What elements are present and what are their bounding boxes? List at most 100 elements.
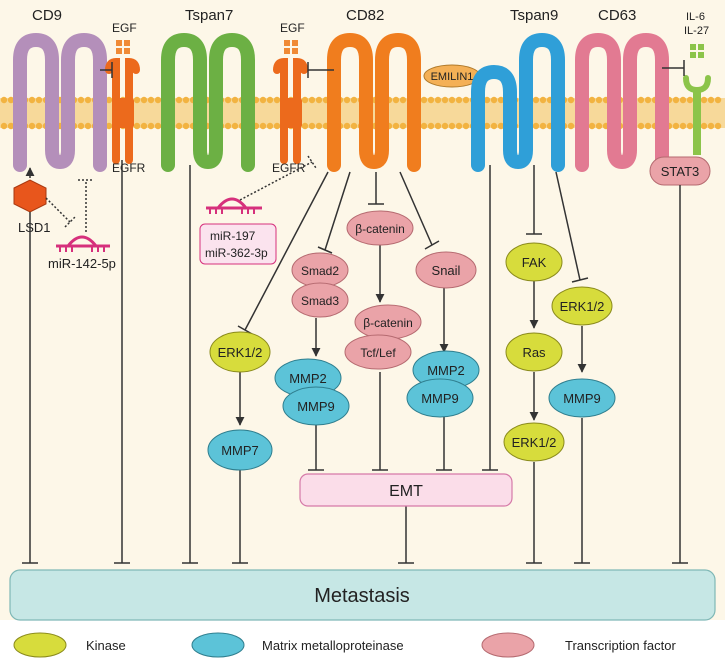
fak-node bbox=[505, 242, 563, 282]
lipid-head bbox=[399, 122, 407, 130]
mmp9-c-node bbox=[548, 378, 616, 418]
egf-right-ligand bbox=[284, 40, 298, 54]
egf-left-label: EGF bbox=[112, 21, 137, 35]
lipid-head bbox=[133, 122, 141, 130]
lipid-head bbox=[84, 96, 92, 104]
egfr-left: EGF EGFR bbox=[105, 21, 146, 175]
mmp9-b-node bbox=[406, 378, 474, 418]
lipid-head bbox=[35, 96, 43, 104]
lipid-head bbox=[672, 96, 680, 104]
lipid-head bbox=[0, 122, 8, 130]
lipid-head bbox=[672, 122, 680, 130]
il6-label: IL-6 bbox=[686, 11, 705, 23]
tspan7-protein bbox=[161, 32, 255, 172]
tcf-node bbox=[344, 334, 412, 370]
bcat-mid-label: β-catenin bbox=[363, 316, 413, 330]
bcat-top-node bbox=[346, 210, 414, 246]
lipid-head bbox=[182, 96, 190, 104]
legend-mmp-label: Matrix metalloproteinase bbox=[262, 638, 404, 653]
lipid-head bbox=[140, 96, 148, 104]
lipid-head bbox=[7, 96, 15, 104]
egfr-right-label: EGFR bbox=[272, 161, 306, 175]
lipid-head bbox=[28, 122, 36, 130]
lipid-head bbox=[434, 122, 442, 130]
mir142-label: miR-142-5p bbox=[48, 256, 116, 271]
lipid-head bbox=[147, 122, 155, 130]
lipid-head bbox=[35, 122, 43, 130]
lipid-head bbox=[231, 96, 239, 104]
lipid-head bbox=[707, 96, 715, 104]
lipid-head bbox=[644, 96, 652, 104]
lipid-head bbox=[679, 96, 687, 104]
lipid-head bbox=[448, 96, 456, 104]
lipid-head bbox=[231, 122, 239, 130]
tspan7-label: Tspan7 bbox=[185, 7, 233, 24]
lipid-head bbox=[497, 122, 505, 130]
lipid-head bbox=[175, 122, 183, 130]
lipid-head bbox=[567, 122, 575, 130]
cd63-label: CD63 bbox=[598, 7, 636, 24]
lipid-head bbox=[308, 122, 316, 130]
lipid-head bbox=[448, 122, 456, 130]
cd9-protein bbox=[13, 32, 107, 172]
lipid-head bbox=[399, 96, 407, 104]
legend-mmp-swatch bbox=[191, 632, 245, 658]
mir197-icon bbox=[206, 197, 262, 214]
il-receptor: IL-6 IL-27 bbox=[683, 11, 711, 155]
lipid-head bbox=[350, 122, 358, 130]
lipid-head bbox=[392, 96, 400, 104]
mmp9-b-label: MMP9 bbox=[421, 391, 459, 406]
fak-label: FAK bbox=[522, 255, 547, 270]
lipid-head bbox=[105, 96, 113, 104]
signaling-nodes: ERK1/2 MMP7 Smad2 Smad3 MMP2 MMP9 β-cate… bbox=[207, 210, 616, 471]
lipid-head bbox=[175, 96, 183, 104]
lipid-head bbox=[259, 96, 267, 104]
cd82-protein bbox=[327, 32, 421, 172]
lipid-head bbox=[567, 96, 575, 104]
lipid-head bbox=[686, 96, 694, 104]
lipid-head bbox=[714, 96, 722, 104]
smad3-node bbox=[291, 282, 349, 318]
mirna-box bbox=[199, 223, 277, 265]
erk-tspan9-node bbox=[551, 286, 613, 326]
legend-kinase-label: Kinase bbox=[86, 638, 126, 653]
erk-ras-label: ERK1/2 bbox=[512, 435, 557, 450]
erk-ras-node bbox=[503, 422, 565, 462]
lipid-head bbox=[259, 122, 267, 130]
lipid-head bbox=[462, 122, 470, 130]
lipid-head bbox=[224, 122, 232, 130]
smad2-label: Smad2 bbox=[301, 264, 339, 278]
mmp9-a-label: MMP9 bbox=[297, 399, 335, 414]
lipid-head bbox=[154, 96, 162, 104]
lipid-head bbox=[679, 122, 687, 130]
il27-label: IL-27 bbox=[684, 25, 709, 37]
lipid-head bbox=[588, 122, 596, 130]
mmp2-a-label: MMP2 bbox=[289, 371, 327, 386]
lipid-head bbox=[273, 122, 281, 130]
lipid-head bbox=[84, 122, 92, 130]
lipid-head bbox=[133, 96, 141, 104]
egf-right-label: EGF bbox=[280, 21, 305, 35]
egf-left-ligand bbox=[116, 40, 130, 54]
mmp2-b-label: MMP2 bbox=[427, 363, 465, 378]
mir142-icon bbox=[56, 235, 110, 252]
mmp7-label: MMP7 bbox=[221, 443, 259, 458]
mmp9-a-node bbox=[282, 386, 350, 426]
lipid-head bbox=[490, 96, 498, 104]
lipid-head bbox=[308, 96, 316, 104]
lipid-head bbox=[224, 96, 232, 104]
lipid-head bbox=[343, 122, 351, 130]
lipid-head bbox=[532, 122, 540, 130]
legend-tf-label: Transcription factor bbox=[565, 638, 676, 653]
lipid-head bbox=[539, 96, 547, 104]
snail-node bbox=[415, 251, 477, 289]
lipid-head bbox=[588, 96, 596, 104]
emt-label: EMT bbox=[389, 483, 423, 500]
lipid-head bbox=[301, 122, 309, 130]
lipid-head bbox=[539, 122, 547, 130]
emilin1-label: EMILIN1 bbox=[431, 71, 474, 83]
erk-tspan9-label: ERK1/2 bbox=[560, 299, 605, 314]
cd82-label: CD82 bbox=[346, 7, 384, 24]
metastasis-box bbox=[9, 569, 716, 621]
